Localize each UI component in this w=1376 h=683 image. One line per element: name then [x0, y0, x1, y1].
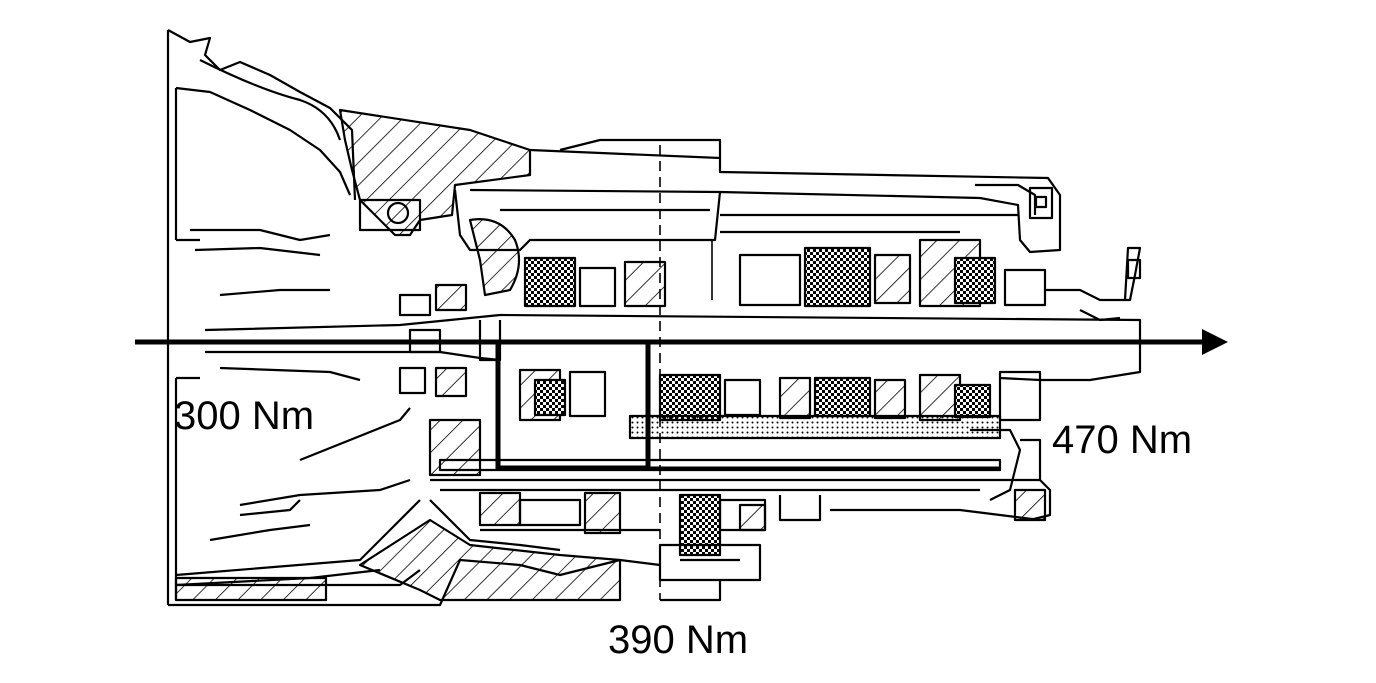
countershaft-flow-path [495, 342, 651, 471]
output-torque-label: 470 Nm [1052, 418, 1193, 462]
countershaft-torque-label: 390 Nm [608, 618, 749, 662]
output-arrowhead [1202, 329, 1228, 355]
input-torque-label: 300 Nm [174, 394, 315, 438]
main-case-top [453, 148, 1062, 254]
torque-flow-path [135, 329, 1228, 471]
upper-housing-section [338, 108, 532, 237]
